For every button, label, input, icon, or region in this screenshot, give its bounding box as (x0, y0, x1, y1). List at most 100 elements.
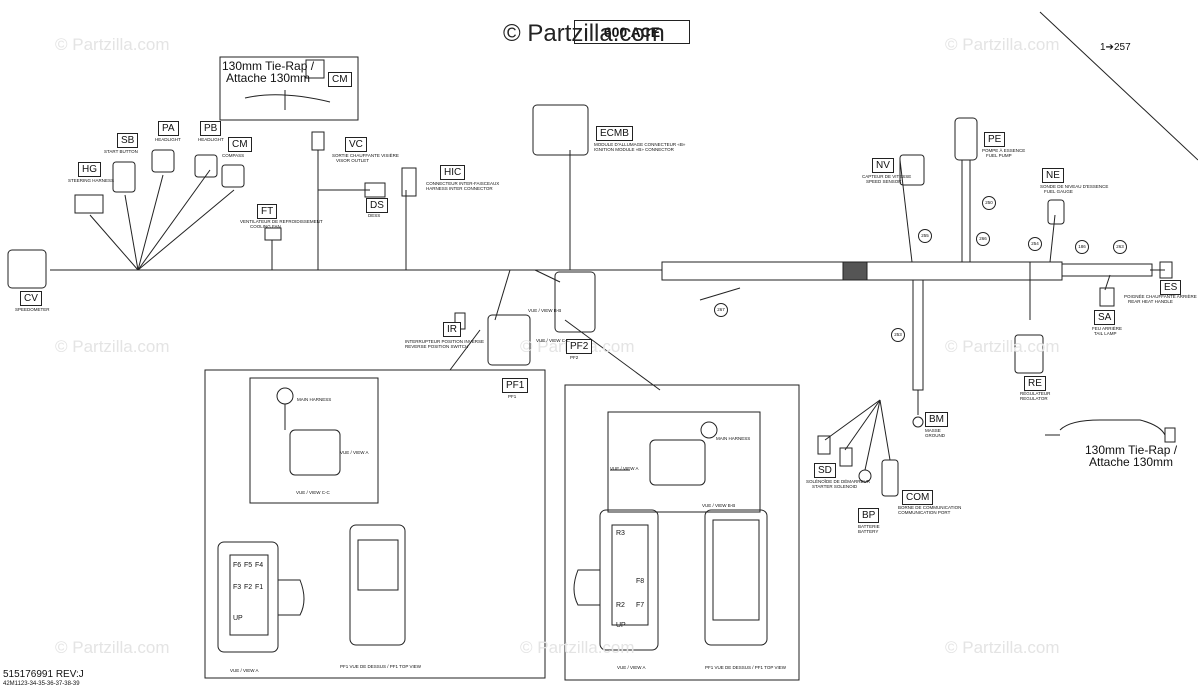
connector-code-ne: NE (1042, 168, 1064, 183)
watermark: © Partzilla.com (55, 638, 170, 657)
connector-code-pf1: PF1 (502, 378, 529, 393)
connector-code-ecmb: ECMB (596, 126, 633, 141)
tie-wrap-label-right: 130mm Tie-Rap / Attache 130mm (1085, 443, 1178, 469)
connector-code-bm: BM (925, 412, 948, 427)
connector-code-pe: PE (984, 132, 1006, 147)
revision-label: 515176991 REV:J (3, 669, 84, 680)
wire-number-250: 250 (982, 196, 996, 210)
connector-desc-com: BORNE DE COMMUNICATION (898, 505, 962, 510)
pin-label: R2 (616, 602, 625, 609)
pin-label: R3 (616, 530, 625, 537)
connector-code-re: RE (1024, 376, 1046, 391)
connector-code-com: COM (902, 490, 934, 505)
pin-label: F7 (636, 602, 645, 609)
wire-number-267: 267 (714, 303, 728, 317)
connector-desc-vc-en: VISOR OUTLET (336, 158, 370, 163)
connector-code-cm-inset: CM (328, 72, 352, 87)
tie-wrap-inset (219, 56, 359, 121)
connector-code-bp: BP (858, 508, 880, 523)
connector-desc-bm: MASSE (925, 428, 941, 433)
connector-desc-pf2: PF2 (570, 355, 579, 360)
view-label-bb: VUE / VIEW B-B (528, 308, 562, 313)
pin-label: F8 (636, 578, 645, 585)
connector-code-ir: IR (443, 322, 461, 337)
connector-desc-hic-en: HARNESS INTER CONNECTOR (426, 186, 493, 191)
main-harness (50, 160, 1153, 391)
connector-code-hg: HG (78, 162, 101, 177)
arrow-marks (610, 287, 1060, 471)
connector-code-cm: CM (228, 137, 252, 152)
connector-code-hic: HIC (440, 165, 466, 180)
connector-code-pa: PA (158, 121, 179, 136)
connector-desc-ir-en: REVERSE POSITION SWITCH (405, 344, 469, 349)
connector-desc-ecmb-en: IGNITION MODULE «B» CONNECTOR (594, 147, 674, 152)
connector-code-pf2: PF2 (566, 339, 593, 354)
view-label-a-left: VUE / VIEW A (340, 450, 369, 455)
wire-number-186: 186 (1075, 240, 1089, 254)
view-label-bb-box: VUE / VIEW B-B (702, 503, 736, 508)
connector-desc-sd-en: STARTER SOLENOID (812, 484, 858, 489)
connector-desc-pe-en: FUEL PUMP (986, 153, 1012, 158)
connector-code-ft: FT (257, 204, 278, 219)
connector-desc-cm: COMPASS (222, 153, 245, 158)
connector-desc-vc: SORTIE CHAUFFANTE VISIÈRE (332, 153, 399, 158)
connector-desc-pf1: PF1 (508, 394, 517, 399)
pin-label: UP (616, 622, 626, 629)
connector-desc-pe: POMPE À ESSENCE (982, 148, 1026, 153)
watermark: © Partzilla.com (55, 337, 170, 356)
connector-desc-re: RÉGULATEUR (1020, 391, 1051, 396)
view-label-main-harness: MAIN HARNESS (297, 397, 332, 402)
pin-label: F3 (233, 584, 242, 591)
connector-desc-nv: CAPTEUR DE VITESSE (862, 174, 912, 179)
connector-desc-sa: FEU ARRIÈRE (1092, 326, 1123, 331)
wire-number-253: 253 (891, 328, 905, 342)
detail-box-right (564, 384, 800, 681)
connector-desc-ir: INTERRUPTEUR POSITION INVERSE (405, 339, 485, 344)
connector-code-sb: SB (117, 133, 139, 148)
sheet-reference: 42M1123-34-35-36-37-38-39 (3, 681, 80, 687)
view-label-pf-top-right: PF1 VUE DE DESSUS / PF1 TOP VIEW (705, 665, 787, 670)
connector-desc-bp: BATTERIE (858, 524, 880, 529)
connector-code-es: ES (1160, 280, 1182, 295)
pin-label: UP (233, 615, 243, 622)
connector-desc-cv: SPEEDOMETER (15, 307, 50, 312)
view-label-a-bottom-right: VUE / VIEW A (617, 665, 646, 670)
pin-label: F6 (233, 562, 242, 569)
connector-desc-pa: HEADLIGHT (155, 137, 181, 142)
wire-number-255: 255 (918, 229, 932, 243)
detail-box-left (204, 369, 546, 679)
connector-desc-ne: SONDE DE NIVEAU D'ESSENCE (1040, 184, 1109, 189)
view-label-cc-box: VUE / VIEW C-C (296, 490, 330, 495)
watermark: © Partzilla.com (520, 638, 635, 657)
connector-desc-sb: START BUTTON (104, 149, 138, 154)
connector-desc-ds: DESS (368, 213, 381, 218)
top-left-wires (89, 150, 661, 391)
model-label: 600 ACE (574, 20, 690, 44)
connector-shapes (7, 104, 1176, 497)
watermark: © Partzilla.com (945, 337, 1060, 356)
connector-desc-es: POIGNÉE CHAUFFANTE ARRIÈRE (1124, 294, 1197, 299)
connector-desc-ft: VENTILATEUR DE REFROIDISSEMENT (240, 219, 323, 224)
connector-desc-com-en: COMMUNICATION PORT (898, 510, 951, 515)
pin-label: F5 (244, 562, 253, 569)
connector-desc-hg: STEERING HARNESS (68, 178, 115, 183)
connector-code-sd: SD (814, 463, 836, 478)
pin-label: F1 (255, 584, 264, 591)
watermark: © Partzilla.com (55, 35, 170, 54)
watermark: © Partzilla.com (945, 638, 1060, 657)
wire-number-266: 266 (976, 232, 990, 246)
connector-desc-pb: HEADLIGHT (198, 137, 224, 142)
wire-number-263: 263 (1113, 240, 1127, 254)
connector-desc-es-en: REAR HEAT HANDLE (1128, 299, 1173, 304)
wire-number-254: 254 (1028, 237, 1042, 251)
connector-desc-sa-en: TAIL LAMP (1094, 331, 1117, 336)
connector-code-vc: VC (345, 137, 367, 152)
connector-desc-ft-en: COOLING FAN (250, 224, 281, 229)
view-label-a-right: VUE / VIEW A (610, 466, 639, 471)
brand-mark: © Partzilla.com (503, 20, 665, 47)
connector-code-sa: SA (1094, 310, 1116, 325)
connector-desc-hic: CONNECTEUR INTER-FAISCEAUX (426, 181, 500, 186)
connector-code-pb: PB (200, 121, 222, 136)
view-label-main-harness-right: MAIN HARNESS (716, 436, 751, 441)
